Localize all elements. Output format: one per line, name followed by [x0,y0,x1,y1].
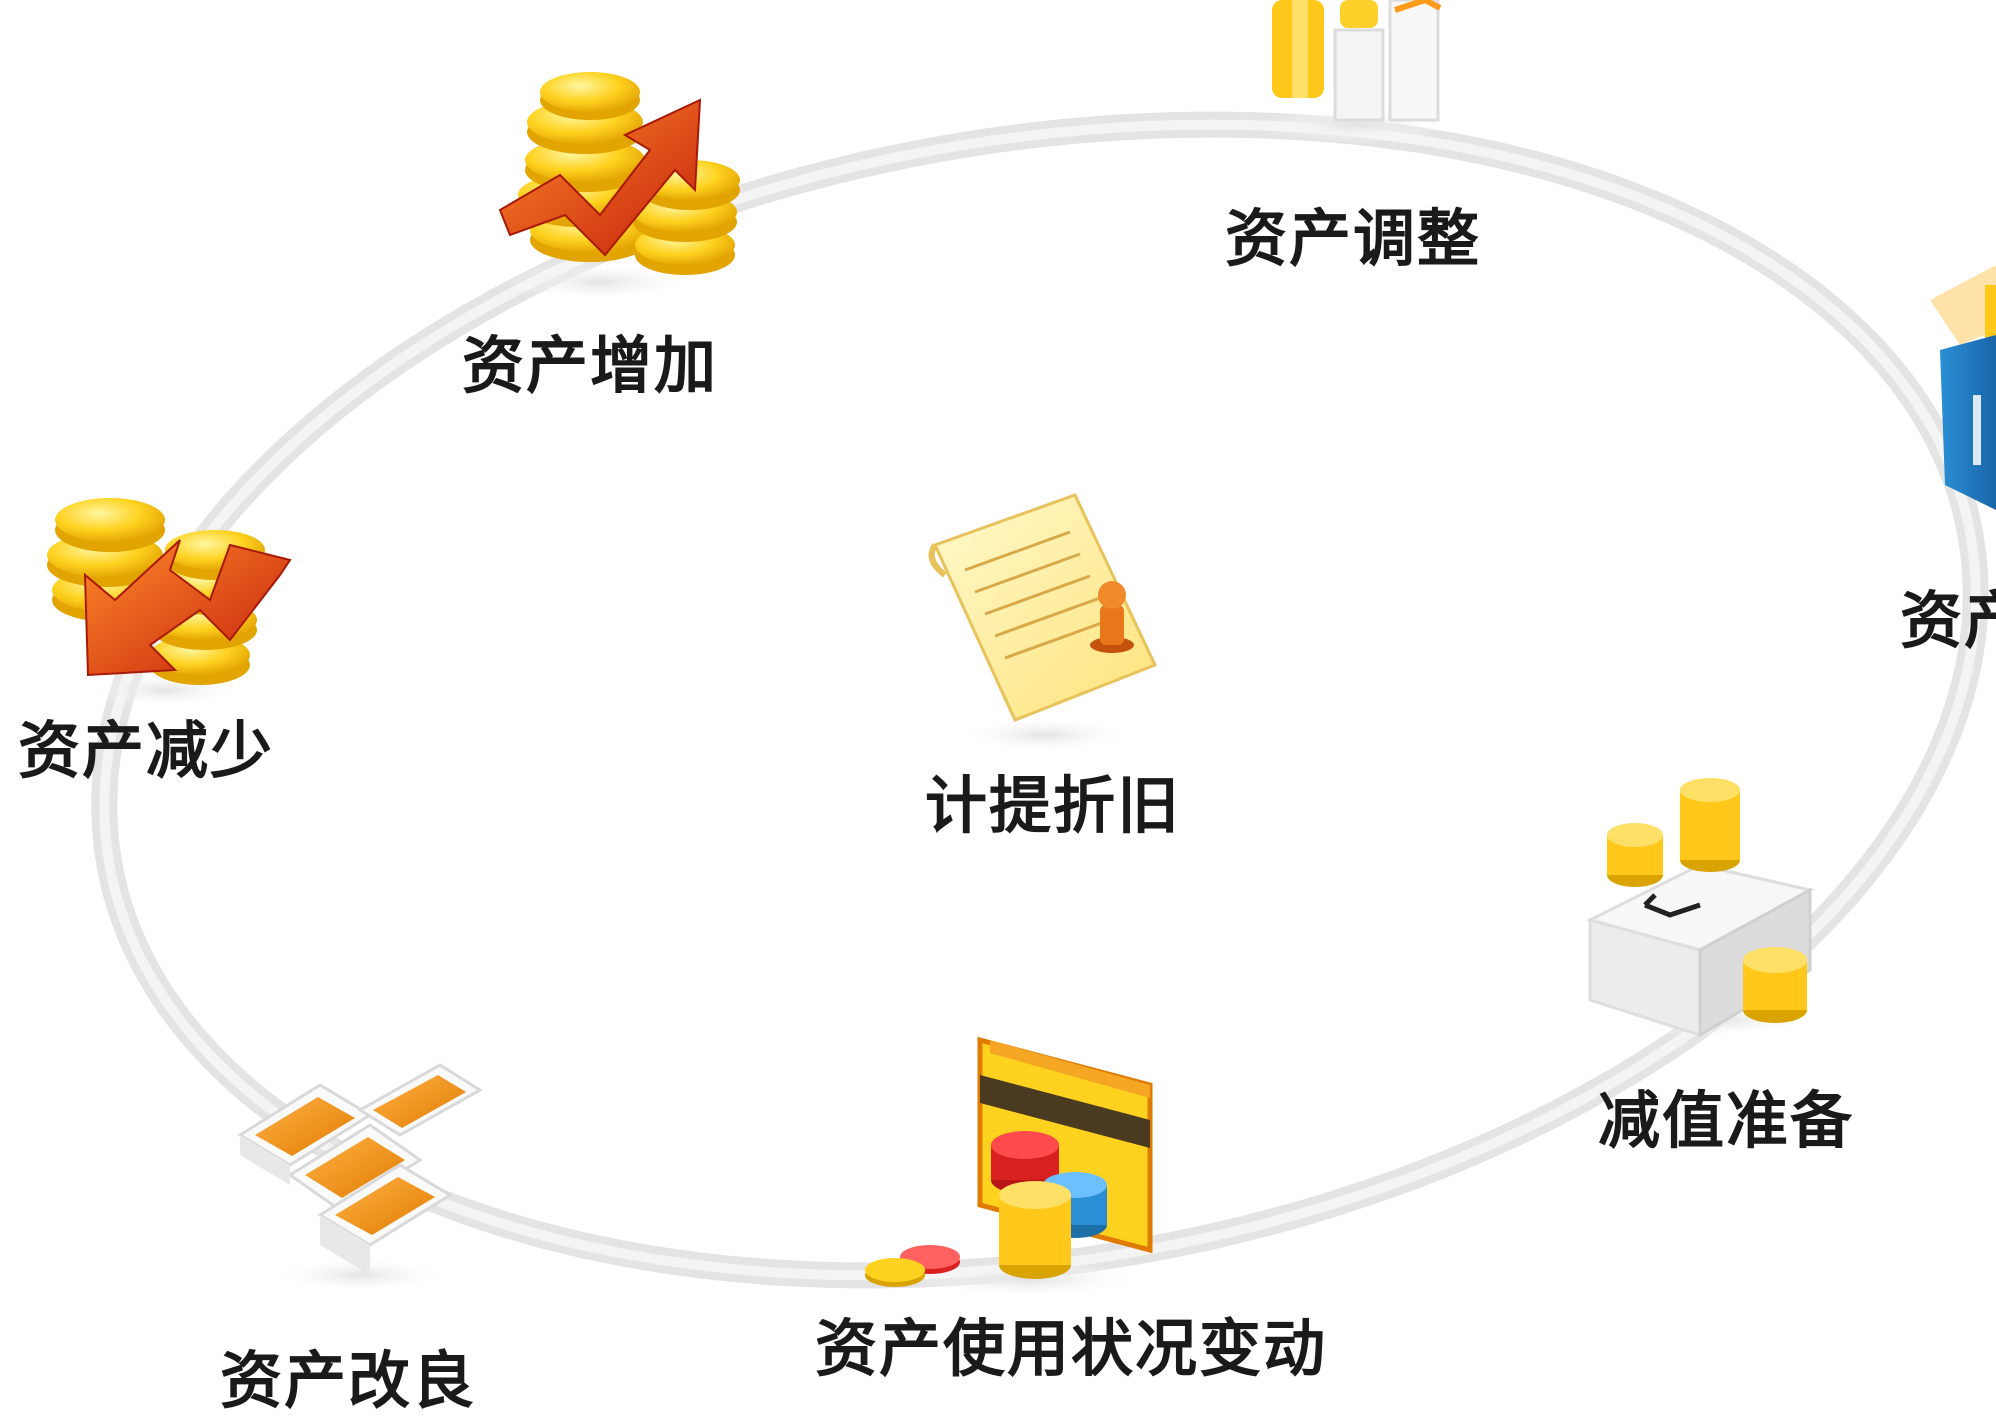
orange-tiles-icon [237,1063,483,1293]
node-label-impairment: 减值准备 [1598,1084,1855,1157]
coins-up-arrow-icon [498,72,740,302]
node-label-usage: 资产使用状况变动 [815,1312,1328,1385]
card-chips-icon [865,1036,1153,1298]
node-label-partial: 资产 [1900,584,1996,657]
center-label: 计提折旧 [925,769,1182,842]
node-label-improve: 资产改良 [220,1344,477,1417]
coins-down-arrow-icon [47,498,292,708]
bar-chart-coins-icon [1260,0,1450,143]
node-label-decrease: 资产减少 [18,714,275,787]
node-label-increase: 资产增加 [462,329,719,402]
blue-box-icon [1930,265,1996,510]
cycle-ring [91,111,1989,1289]
coin-box-clock-icon [1585,778,1820,1038]
document-stamp-icon [928,493,1158,753]
node-label-adjust: 资产调整 [1225,202,1482,275]
